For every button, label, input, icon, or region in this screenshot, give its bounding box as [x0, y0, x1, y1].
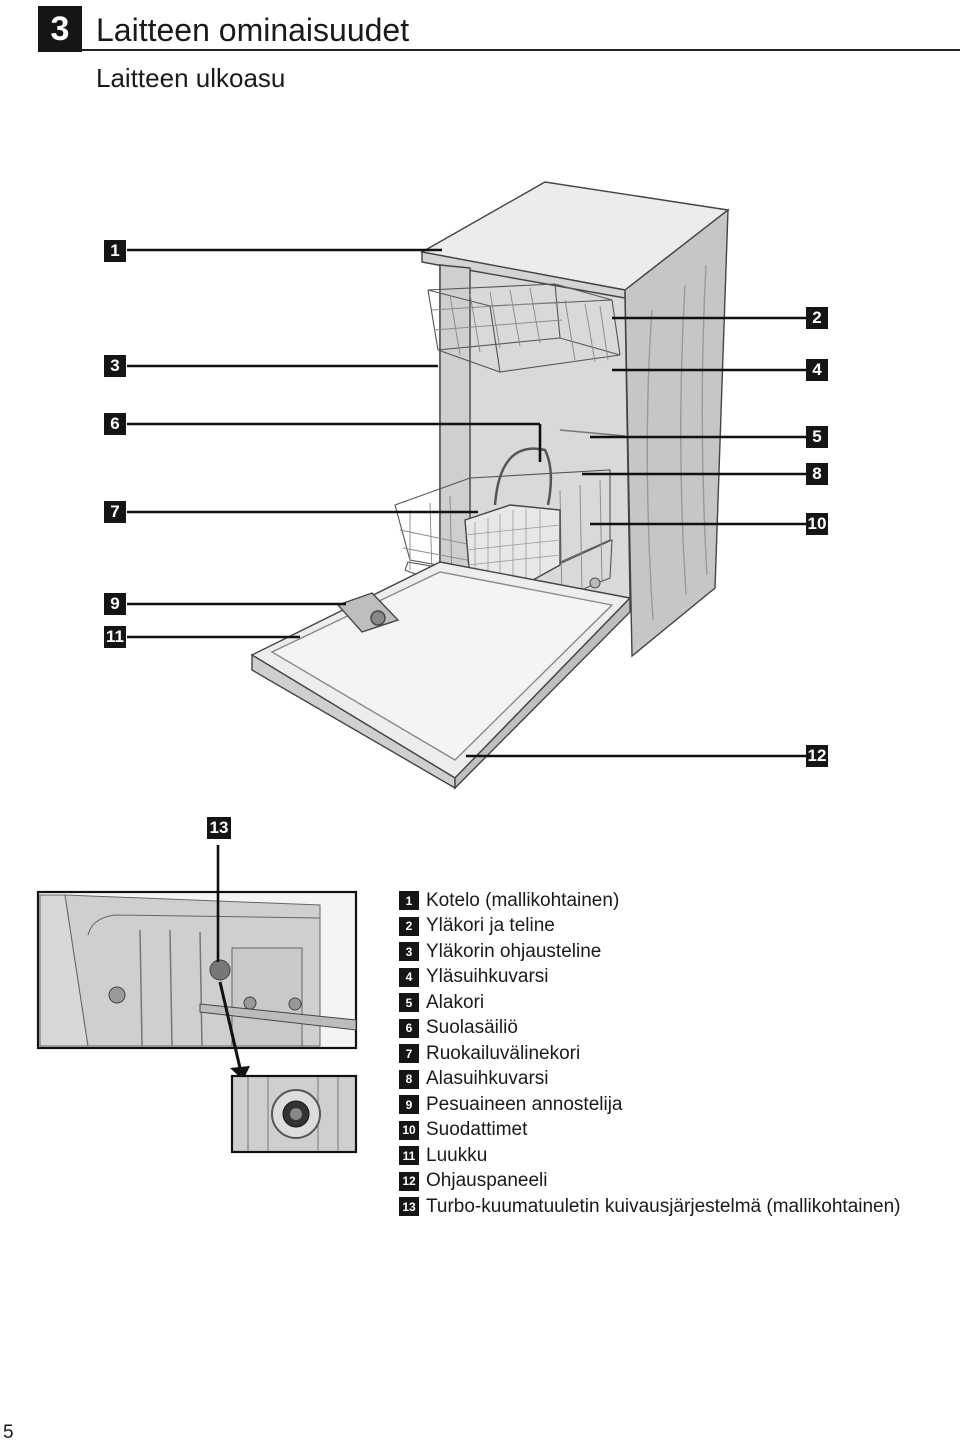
legend-item: 4 Yläsuihkuvarsi: [399, 965, 901, 991]
legend-label: Turbo-kuumatuuletin kuivausjärjestelmä (…: [426, 1195, 901, 1217]
section-title: Laitteen ominaisuudet: [96, 12, 410, 48]
legend-item: 11 Luukku: [399, 1143, 901, 1169]
callout-8: 8: [806, 463, 828, 485]
title-rule: [82, 49, 960, 51]
legend-number: 11: [399, 1146, 419, 1166]
legend-number: 4: [399, 967, 419, 987]
legend: 1 Kotelo (mallikohtainen) 2 Yläkori ja t…: [399, 888, 901, 1220]
legend-item: 12 Ohjauspaneeli: [399, 1169, 901, 1195]
legend-label: Kotelo (mallikohtainen): [426, 889, 620, 911]
legend-label: Yläkori ja teline: [426, 915, 555, 937]
legend-item: 7 Ruokailuvälinekori: [399, 1041, 901, 1067]
inset-interior-view: [36, 845, 358, 1080]
callout-7: 7: [104, 501, 126, 523]
callout-10: 10: [806, 513, 828, 535]
callout-2: 2: [806, 307, 828, 329]
legend-item: 9 Pesuaineen annostelija: [399, 1092, 901, 1118]
section-number-badge: 3: [38, 6, 82, 52]
legend-label: Luukku: [426, 1144, 488, 1166]
legend-number: 3: [399, 942, 419, 962]
legend-item: 1 Kotelo (mallikohtainen): [399, 888, 901, 914]
callout-4: 4: [806, 359, 828, 381]
legend-label: Alasuihkuvarsi: [426, 1068, 549, 1090]
legend-number: 8: [399, 1069, 419, 1089]
callout-3: 3: [104, 355, 126, 377]
legend-number: 7: [399, 1044, 419, 1064]
legend-item: 6 Suolasäiliö: [399, 1016, 901, 1042]
legend-item: 8 Alasuihkuvarsi: [399, 1067, 901, 1093]
inset-detail-view: [230, 1074, 358, 1154]
legend-label: Yläsuihkuvarsi: [426, 966, 549, 988]
legend-number: 12: [399, 1171, 419, 1191]
legend-number: 6: [399, 1018, 419, 1038]
callout-12: 12: [806, 745, 828, 767]
legend-label: Pesuaineen annostelija: [426, 1093, 623, 1115]
legend-item: 3 Yläkorin ohjausteline: [399, 939, 901, 965]
legend-label: Ruokailuvälinekori: [426, 1042, 581, 1064]
legend-number: 1: [399, 891, 419, 911]
page-number: 5: [3, 1422, 14, 1443]
legend-label: Yläkorin ohjausteline: [426, 940, 602, 962]
callout-11: 11: [104, 626, 126, 648]
legend-item: 10 Suodattimet: [399, 1118, 901, 1144]
legend-number: 13: [399, 1197, 419, 1217]
upper-basket: [427, 283, 621, 373]
dishwasher-drawing: [250, 181, 730, 790]
callout-13: 13: [207, 817, 231, 839]
legend-item: 5 Alakori: [399, 990, 901, 1016]
legend-label: Ohjauspaneeli: [426, 1170, 548, 1192]
callout-1: 1: [104, 240, 126, 262]
legend-label: Suolasäiliö: [426, 1017, 518, 1039]
open-door: [250, 561, 632, 790]
legend-number: 10: [399, 1120, 419, 1140]
legend-number: 2: [399, 916, 419, 936]
callout-5: 5: [806, 426, 828, 448]
callout-6: 6: [104, 413, 126, 435]
page-subtitle: Laitteen ulkoasu: [96, 63, 286, 93]
legend-item: 2 Yläkori ja teline: [399, 914, 901, 940]
legend-number: 5: [399, 993, 419, 1013]
legend-item: 13 Turbo-kuumatuuletin kuivausjärjestelm…: [399, 1194, 901, 1220]
callout-9: 9: [104, 593, 126, 615]
legend-label: Alakori: [426, 991, 485, 1013]
legend-label: Suodattimet: [426, 1119, 528, 1141]
legend-number: 9: [399, 1095, 419, 1115]
callout-leader-lines: [127, 248, 806, 758]
